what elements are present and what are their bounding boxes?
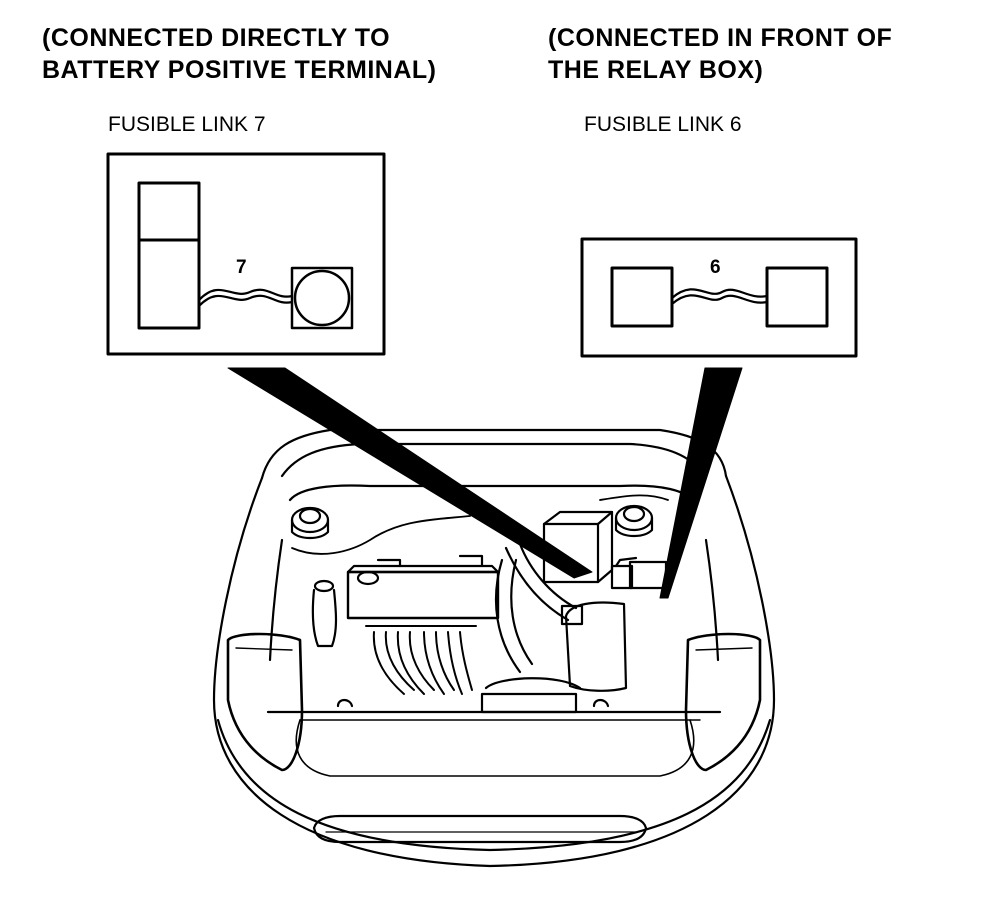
- right-strut-tower: [614, 504, 654, 538]
- car-front-outline: [212, 428, 776, 868]
- battery: [346, 554, 500, 620]
- left-headlight: [226, 632, 304, 772]
- coolant-reservoir: [311, 579, 338, 648]
- wiring-harness: [291, 515, 471, 555]
- fusible-link-7-number: 7: [236, 257, 247, 278]
- right-heading-line-1: (CONNECTED IN FRONT OF: [548, 24, 893, 52]
- battery-terminal-frame: [290, 266, 354, 330]
- left-heading: (CONNECTED DIRECTLY TO BATTERY POSITIVE …: [42, 22, 437, 86]
- fusible-link-6-label: FUSIBLE LINK 6: [584, 113, 742, 136]
- left-strut-tower: [290, 506, 330, 540]
- left-heading-line-2: BATTERY POSITIVE TERMINAL): [42, 56, 437, 84]
- fusible-link-7-detail-box: [106, 152, 386, 356]
- fusible-link-6-detail-box: [580, 237, 858, 358]
- fusible-link-6-wire: [670, 288, 769, 300]
- radiator-support: [336, 677, 610, 714]
- air-cleaner-box: [560, 601, 628, 692]
- left-heading-line-1: (CONNECTED DIRECTLY TO: [42, 24, 391, 52]
- fuse-relay-cluster: [610, 556, 668, 590]
- right-heading-line-2: THE RELAY BOX): [548, 56, 764, 84]
- right-headlight: [684, 632, 762, 772]
- right-heading: (CONNECTED IN FRONT OF THE RELAY BOX): [548, 22, 892, 86]
- intake-manifold: [365, 625, 477, 695]
- intake-hose: [494, 542, 578, 674]
- battery-terminal-icon: [293, 269, 351, 327]
- link-7-upper-block: [137, 181, 201, 242]
- pointer-to-fusible-link-7: [227, 367, 593, 579]
- fusible-link-7-label: FUSIBLE LINK 7: [108, 113, 266, 136]
- link-7-lower-block: [137, 238, 201, 330]
- pointer-to-fusible-link-6: [659, 367, 743, 599]
- fusible-link-6-number: 6: [710, 257, 721, 278]
- link-6-right-block: [765, 266, 829, 328]
- fusible-link-7-wire: [197, 288, 294, 302]
- link-6-left-block: [610, 266, 674, 328]
